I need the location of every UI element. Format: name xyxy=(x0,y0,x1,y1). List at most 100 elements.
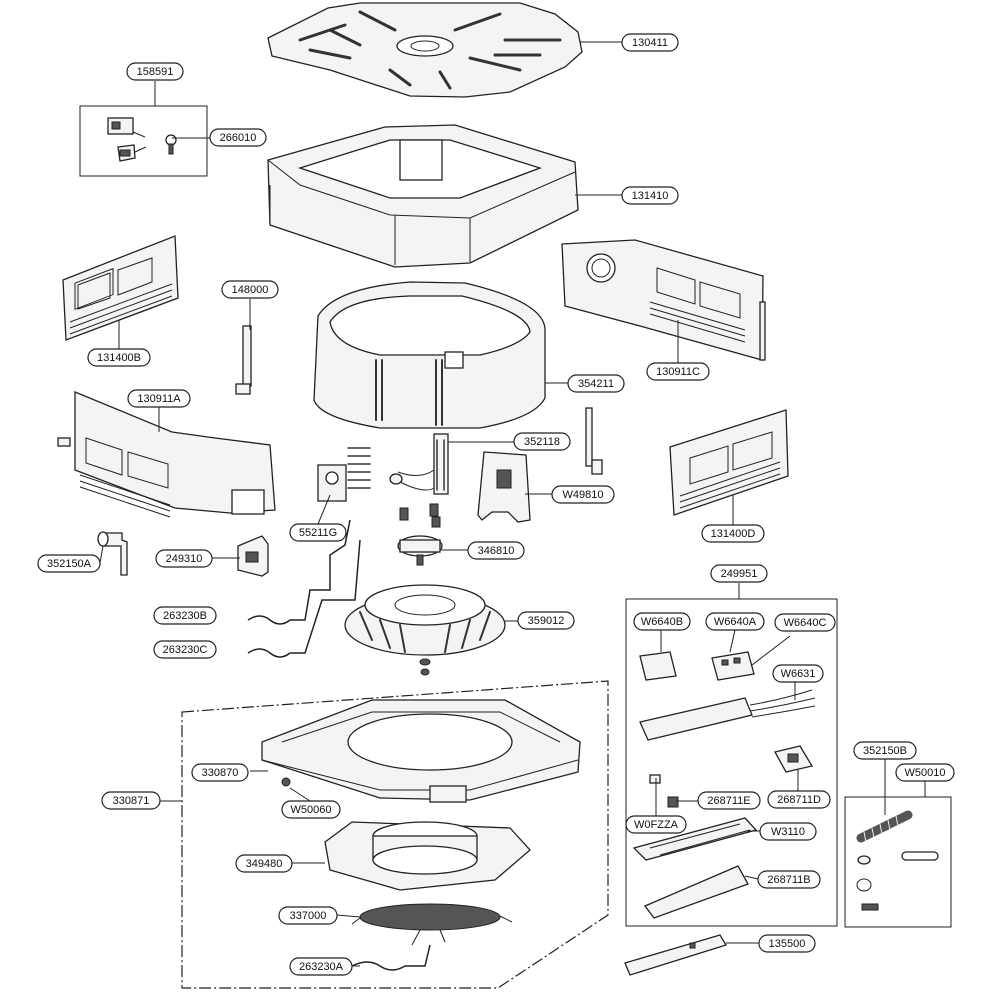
group-box-249951 xyxy=(625,598,838,927)
svg-text:349480: 349480 xyxy=(246,858,283,870)
label-330870: 330870 xyxy=(191,763,249,782)
part-hose-352150B xyxy=(856,810,913,843)
group-box-330871 xyxy=(181,680,609,989)
label-263230C: 263230C xyxy=(153,640,217,659)
svg-text:W49810: W49810 xyxy=(563,489,604,501)
group-box-352150B xyxy=(844,796,952,928)
label-263230A: 263230A xyxy=(289,957,353,976)
label-130911A: 130911A xyxy=(127,389,191,408)
svg-text:354211: 354211 xyxy=(578,378,614,390)
svg-text:263230B: 263230B xyxy=(163,610,207,622)
label-135500: 135500 xyxy=(758,934,816,953)
label-W6640A: W6640A xyxy=(705,612,765,631)
svg-text:W50010: W50010 xyxy=(905,767,946,779)
svg-text:W50060: W50060 xyxy=(291,804,332,816)
label-131400B: 131400B xyxy=(87,348,151,367)
part-top-grille xyxy=(267,2,583,98)
svg-text:330871: 330871 xyxy=(113,795,150,807)
svg-text:135500: 135500 xyxy=(769,938,806,950)
label-354211: 354211 xyxy=(567,374,625,393)
svg-text:249951: 249951 xyxy=(721,568,758,580)
svg-text:130911C: 130911C xyxy=(656,366,700,378)
label-W49810: W49810 xyxy=(551,485,615,504)
svg-text:337000: 337000 xyxy=(290,910,327,922)
part-side-panel-130911C xyxy=(561,239,766,361)
part-bell-mouth xyxy=(324,821,531,891)
label-359012: 359012 xyxy=(517,611,575,630)
label-55211G: 55211G xyxy=(289,523,347,542)
label-W6631: W6631 xyxy=(772,664,824,683)
svg-text:W3110: W3110 xyxy=(771,826,805,838)
part-turbo-fan xyxy=(344,584,506,676)
part-bracket-right-upper xyxy=(585,407,603,475)
label-337000: 337000 xyxy=(278,906,338,925)
part-bolts xyxy=(399,503,441,528)
svg-text:131400B: 131400B xyxy=(97,352,141,364)
part-kit-W50010 xyxy=(856,851,939,911)
svg-text:352150B: 352150B xyxy=(863,745,907,757)
svg-text:131410: 131410 xyxy=(632,190,669,202)
part-wires-263230 xyxy=(247,519,361,658)
part-side-panel-131400D xyxy=(669,409,789,516)
label-W0FZZA: W0FZZA xyxy=(625,815,687,834)
label-W6640C: W6640C xyxy=(774,613,836,632)
svg-text:263230A: 263230A xyxy=(299,961,344,973)
label-352150B: 352150B xyxy=(853,741,917,760)
svg-text:263230C: 263230C xyxy=(163,644,208,656)
svg-text:268711E: 268711E xyxy=(707,795,750,807)
svg-text:130411: 130411 xyxy=(632,37,668,49)
label-130411: 130411 xyxy=(621,33,679,52)
svg-text:W6640C: W6640C xyxy=(784,617,827,629)
label-268711B: 268711B xyxy=(757,870,821,889)
label-W6640B: W6640B xyxy=(633,612,691,631)
svg-text:330870: 330870 xyxy=(202,767,239,779)
svg-text:266010: 266010 xyxy=(220,132,257,144)
part-bracket-W49810 xyxy=(477,451,531,523)
svg-text:131400D: 131400D xyxy=(711,528,756,540)
part-control-panel-130911A xyxy=(57,391,276,518)
part-side-panel-131400B xyxy=(62,235,179,341)
label-W50060: W50060 xyxy=(281,800,341,819)
part-cabinet xyxy=(267,124,579,268)
part-bracket-249310 xyxy=(237,535,269,577)
label-330871: 330871 xyxy=(101,791,161,810)
label-131400D: 131400D xyxy=(701,524,765,543)
svg-text:W6631: W6631 xyxy=(781,668,816,680)
part-frame-330870 xyxy=(261,699,581,803)
svg-text:359012: 359012 xyxy=(528,615,565,627)
svg-text:268711B: 268711B xyxy=(767,874,810,886)
svg-text:352150A: 352150A xyxy=(47,558,92,570)
svg-text:55211G: 55211G xyxy=(299,527,337,539)
part-drain-pump-55211G xyxy=(317,447,371,502)
svg-text:352118: 352118 xyxy=(524,436,560,448)
label-W3110: W3110 xyxy=(759,822,817,841)
label-263230B: 263230B xyxy=(153,606,217,625)
label-352150A: 352150A xyxy=(37,554,101,573)
label-148000: 148000 xyxy=(221,280,279,299)
svg-text:268711D: 268711D xyxy=(777,794,821,806)
label-130911C: 130911C xyxy=(646,362,710,381)
label-268711D: 268711D xyxy=(767,790,831,809)
part-fan-motor xyxy=(397,535,443,566)
label-249310: 249310 xyxy=(155,549,213,568)
svg-text:W6640A: W6640A xyxy=(714,616,757,628)
part-bracket-158591 xyxy=(107,117,147,162)
svg-text:148000: 148000 xyxy=(232,284,269,296)
label-W50010: W50010 xyxy=(895,763,955,782)
svg-text:W6640B: W6640B xyxy=(641,616,683,628)
svg-text:130911A: 130911A xyxy=(137,393,181,405)
leader-lines xyxy=(99,41,926,967)
label-268711E: 268711E xyxy=(697,791,761,810)
part-heat-exchanger xyxy=(313,281,546,429)
part-pipe-352118 xyxy=(389,433,449,495)
svg-text:W0FZZA: W0FZZA xyxy=(634,819,679,831)
group-box-158591 xyxy=(79,105,208,177)
part-wire-263230A xyxy=(351,944,431,971)
label-249951: 249951 xyxy=(710,564,768,583)
part-bracket-148000 xyxy=(235,325,252,395)
label-131410: 131410 xyxy=(621,186,679,205)
part-filter xyxy=(351,903,513,946)
label-346810: 346810 xyxy=(467,541,525,560)
svg-text:346810: 346810 xyxy=(478,545,515,557)
